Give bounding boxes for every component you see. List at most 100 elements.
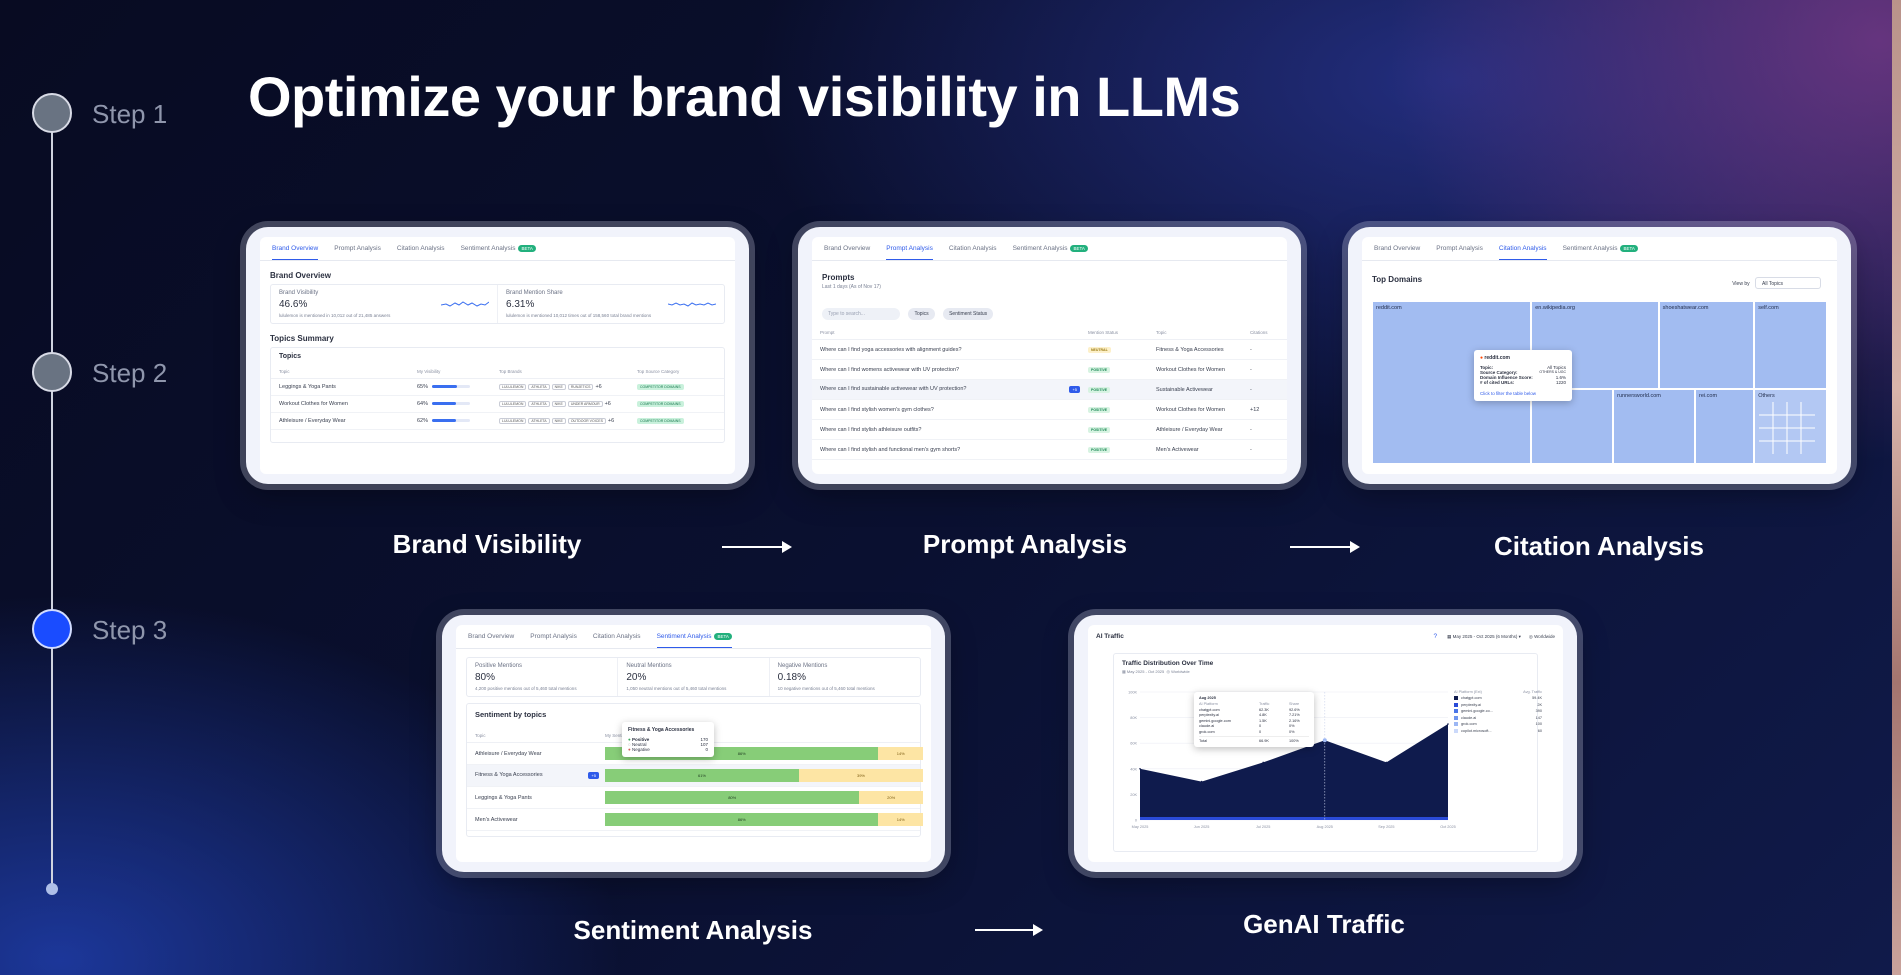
tooltip-label: Topic: [1480,365,1494,370]
tab-brand-overview[interactable]: Brand Overview [1374,245,1421,252]
legend-item[interactable]: copilot.microsoft...60 [1454,728,1542,733]
page-title: Optimize your brand visibility in LLMs [248,65,1241,128]
timeline-line [51,113,53,889]
topic-cell: Fitness & Yoga Accessories+5 [475,772,605,779]
tooltip-row: # of cited URLs:1220 [1480,380,1566,385]
tab-prompt-analysis[interactable]: Prompt Analysis [886,245,933,260]
neutral-dot-icon: ○ [628,742,631,747]
treemap-cell-runnersworld[interactable]: runnersworld.com [1613,389,1696,464]
tooltip-title: Fitness & Yoga Accessories [628,727,695,733]
table-row[interactable]: Where can I find womens activewear with … [812,360,1287,380]
caption-genai-traffic: GenAI Traffic [1243,909,1405,939]
tooltip-cell: gemini.google.com [1199,718,1231,723]
prompt-cell: Where can I find sustainable activewear … [820,386,1088,393]
tab-label: Sentiment Analysis [1012,245,1068,253]
data-point[interactable] [1200,780,1203,783]
search-input[interactable]: Type to search... [822,308,900,320]
more-badge[interactable]: +5 [1069,386,1080,393]
treemap-cell-shoeshatwear[interactable]: shoeshatwear.com [1658,301,1755,390]
sentiment-analysis-card[interactable]: Brand Overview Prompt Analysis Citation … [442,615,945,872]
topics-filter[interactable]: Topics [908,308,935,320]
step-1[interactable]: Step 1 [32,93,232,137]
table-row[interactable]: Where can I find stylish and functional … [812,440,1287,460]
prompt-text: Where can I find sustainable activewear … [820,386,967,392]
topic-cell: Sustainable Activewear [1156,386,1213,393]
step-3[interactable]: Step 3 [32,609,232,653]
sentiment-status-filter[interactable]: Sentiment Status [943,308,994,320]
tab-prompt-analysis[interactable]: Prompt Analysis [530,633,577,640]
tab-brand-overview[interactable]: Brand Overview [468,633,515,640]
table-row[interactable]: Where can I find sustainable activewear … [812,380,1287,400]
brand-chip: OUTDOOR VOICES [567,418,606,424]
metric-value: 46.6% [279,299,308,310]
legend-head-text: Avg. Traffic [1523,690,1542,694]
step-2[interactable]: Step 2 [32,352,232,396]
tooltip-value: 0 [705,747,708,752]
genai-traffic-card[interactable]: AI Traffic ? ▦ May 2025 - Oct 2025 (6 Mo… [1074,615,1577,872]
data-point[interactable] [1385,761,1388,764]
tab-brand-overview[interactable]: Brand Overview [272,245,319,260]
tab-prompt-analysis[interactable]: Prompt Analysis [1436,245,1483,252]
status-cell: POSITIVE [1088,426,1156,433]
data-point[interactable] [1262,761,1264,764]
tab-prompt-analysis[interactable]: Prompt Analysis [334,245,381,252]
treemap-cell-self[interactable]: self.com [1754,301,1827,390]
tab-citation-analysis[interactable]: Citation Analysis [948,245,997,252]
brand-chip: ATHLETA [528,401,550,407]
view-by-select[interactable]: All Topics [1755,277,1821,289]
prompt-analysis-card[interactable]: Brand Overview Prompt Analysis Citation … [798,227,1301,484]
brand-visibility-card[interactable]: Brand Overview Prompt Analysis Citation … [246,227,749,484]
metric-label: Brand Visibility [279,290,319,296]
prompts-subtitle: Last 1 days (As of Nov 17) [822,284,881,290]
date-range-select[interactable]: ▦ May 2025 - Oct 2025 (6 Months) ▾ [1447,633,1521,639]
filter-table-link[interactable]: Click to filter the table below [1480,391,1537,396]
visibility-bar-fill [432,385,457,389]
tab-citation-analysis[interactable]: Citation Analysis [396,245,445,252]
treemap-cell-others[interactable]: Others [1754,389,1827,464]
more-badge[interactable]: +5 [588,772,599,779]
table-row[interactable]: Where can I find stylish athleisure outf… [812,420,1287,440]
citation-analysis-card[interactable]: Brand Overview Prompt Analysis Citation … [1348,227,1851,484]
topic-cell: Leggings & Yoga Pants [475,795,605,801]
x-tick-label: Jun 2025 [1194,825,1210,829]
tooltip-col: Share [1289,702,1300,706]
tooltip-row: Domain Influence Score:1.6% [1480,375,1566,380]
help-icon[interactable]: ? [1433,633,1438,640]
data-point[interactable] [1139,768,1141,770]
table-row[interactable]: Where can I find stylish women's gym clo… [812,400,1287,420]
tooltip-value: 1.6% [1555,375,1566,380]
data-point[interactable] [1447,723,1449,725]
brand-chip: LULULEMON [499,418,527,424]
series-area-others[interactable] [1140,817,1448,820]
tooltip-row: Source Category:OTHERS & UGC [1480,370,1566,375]
series-area-chatgpt[interactable] [1140,724,1448,820]
table-row[interactable]: Where can I find yoga accessories with a… [812,340,1287,360]
tab-citation-analysis[interactable]: Citation Analysis [1498,245,1547,260]
region-select[interactable]: ◎ Worldwide [1528,633,1555,639]
mention-status-pill: POSITIVE [1088,366,1111,373]
treemap-cell-rei[interactable]: rei.com [1695,389,1755,464]
legend-item[interactable]: gemini.google.co...390 [1454,709,1542,713]
treemap-cell-blank[interactable] [1531,389,1614,464]
tooltip-cell: 0% [1289,724,1295,728]
tab-brand-overview[interactable]: Brand Overview [824,245,871,252]
tooltip-label: Source Category: [1480,370,1518,375]
metric-label: Neutral Mentions [626,663,672,669]
tab-citation-analysis[interactable]: Citation Analysis [592,633,641,640]
sentiment-bar: 61%39% [605,769,923,782]
